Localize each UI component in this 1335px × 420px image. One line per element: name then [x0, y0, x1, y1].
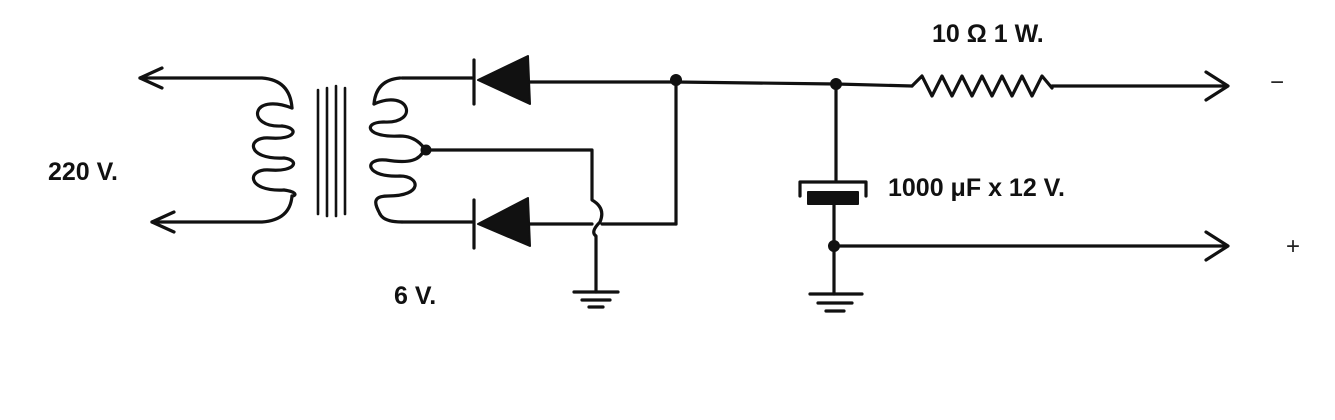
primary-leads	[138, 66, 294, 234]
ground-symbol-secondary	[572, 290, 620, 309]
diode-top	[400, 55, 678, 106]
ground-symbol-capacitor	[808, 292, 864, 313]
center-tap-junction	[420, 144, 432, 156]
center-tap-wire	[424, 148, 604, 294]
transformer-core	[316, 84, 347, 218]
resistor-label: 10 Ω 1 W.	[932, 20, 1044, 48]
primary-winding	[252, 102, 297, 198]
negative-rail	[674, 80, 914, 88]
diode-bottom	[400, 197, 678, 250]
capacitor	[798, 82, 868, 296]
capacitor-label: 1000 μF x 12 V.	[888, 174, 1065, 202]
positive-rail	[832, 230, 1230, 262]
secondary-voltage-label: 6 V.	[394, 282, 436, 310]
negative-terminal-label: −	[1270, 69, 1284, 96]
secondary-winding	[368, 76, 426, 224]
primary-voltage-label: 220 V.	[48, 158, 118, 186]
positive-terminal-label: +	[1286, 233, 1300, 260]
resistor	[910, 70, 1230, 102]
